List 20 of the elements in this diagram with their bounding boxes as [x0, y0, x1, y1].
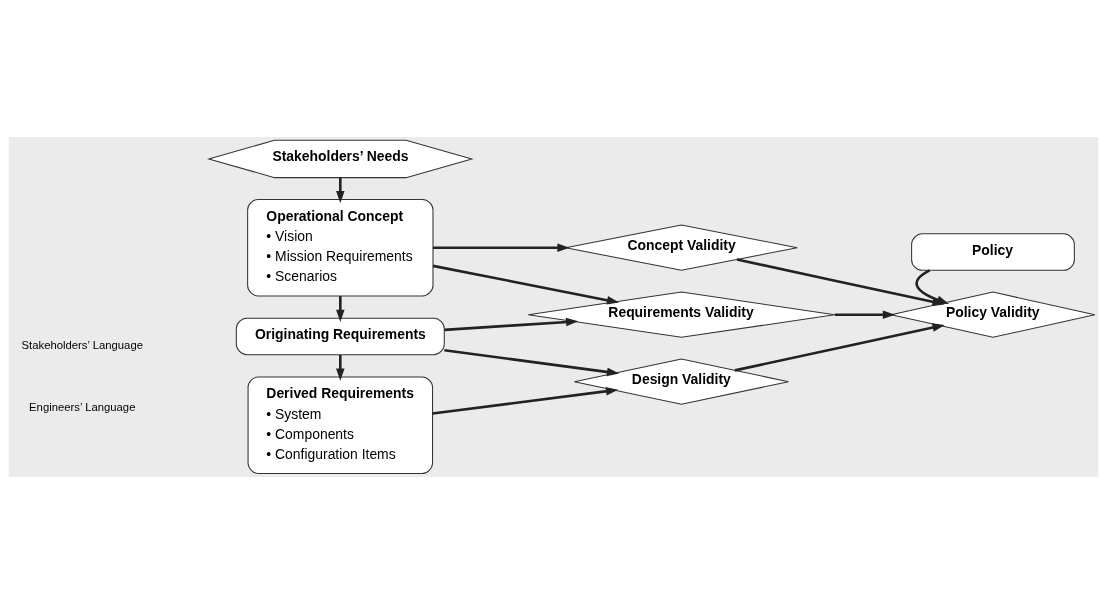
arrow	[433, 242, 570, 252]
arrow	[444, 348, 620, 376]
arrow	[336, 177, 345, 203]
node-box: Originating Requirements	[235, 317, 445, 355]
arrow	[432, 386, 619, 415]
node-box: Operational Concept • Vision • Mission Requirements • Scenarios	[247, 198, 434, 297]
node-diamond: Design Validity	[573, 358, 789, 405]
node-diamond: Policy Validity	[890, 291, 1096, 338]
arrow	[444, 317, 579, 331]
arrow	[336, 295, 345, 322]
label: Stakeholders’ Language	[21, 338, 143, 351]
arrow	[834, 309, 895, 319]
arrow	[336, 354, 345, 381]
node-box: Policy	[911, 232, 1075, 271]
node-box: Derived Requirements • System • Components • Configuration Items	[247, 375, 434, 474]
label: Engineers’ Language	[29, 400, 136, 413]
node-diamond: Requirements Validity	[527, 291, 836, 338]
arrow	[734, 322, 945, 372]
arrow	[432, 264, 620, 304]
node-diamond: Concept Validity	[565, 224, 798, 271]
